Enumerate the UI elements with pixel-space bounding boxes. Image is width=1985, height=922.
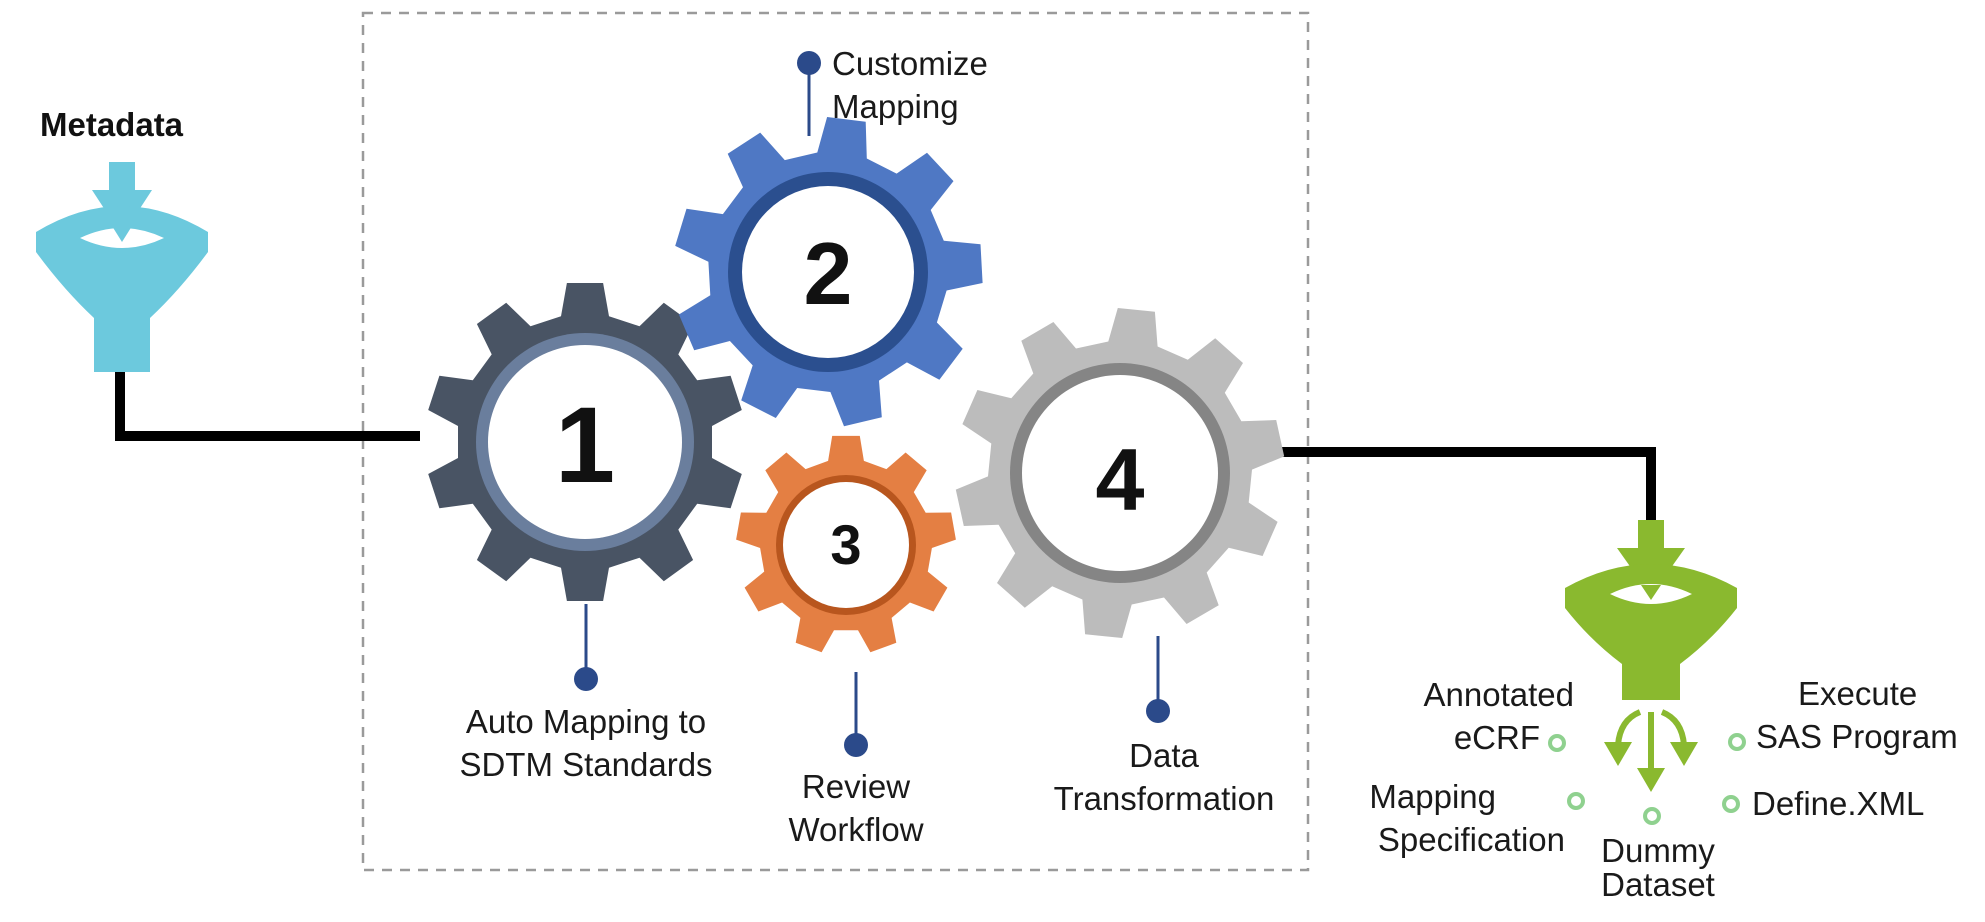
auto-mapping-label-line2: SDTM Standards — [459, 746, 712, 783]
gear-3-center — [783, 482, 909, 608]
output-connector-line — [1250, 447, 1656, 520]
gear-2-number: 2 — [804, 224, 853, 323]
review-workflow-label-line1: Review — [802, 768, 910, 805]
define-xml-label: Define.XML — [1752, 785, 1924, 822]
execute-sas-dot — [1728, 733, 1746, 751]
customize-mapping-label-line1: Customize — [832, 45, 988, 82]
dummy-dataset-label-line2: Dataset — [1601, 866, 1715, 903]
gear-1-center — [488, 345, 682, 539]
metadata-funnel-icon — [36, 162, 208, 372]
auto-mapping-label-line1: Auto Mapping to — [466, 703, 706, 740]
input-connector-line — [115, 370, 420, 441]
output-funnel-icon — [1565, 520, 1737, 792]
annotated-ecrf-label-line2: eCRF — [1454, 719, 1540, 756]
execute-sas-label-line1: Execute — [1798, 675, 1917, 712]
data-transformation-label-line1: Data — [1129, 737, 1199, 774]
gear-1: 1 — [428, 283, 742, 601]
gear-2: 2 — [675, 117, 983, 427]
gear-4-pin — [1146, 636, 1170, 723]
dummy-dataset-dot — [1643, 807, 1661, 825]
gear-4: 4 — [955, 308, 1285, 638]
gear-1-pin — [574, 604, 598, 691]
gear-2-center — [742, 186, 914, 358]
review-workflow-label-line2: Workflow — [788, 811, 923, 848]
annotated-ecrf-dot — [1548, 734, 1566, 752]
gear-1-number: 1 — [555, 384, 615, 505]
metadata-label: Metadata — [40, 106, 184, 143]
data-transformation-label-line2: Transformation — [1054, 780, 1275, 817]
gear-3-number: 3 — [830, 513, 861, 576]
gear-3: 3 — [736, 435, 956, 653]
mapping-spec-label-line1: Mapping — [1369, 778, 1496, 815]
process-boundary-box — [361, 11, 1310, 872]
annotated-ecrf-label-line1: Annotated — [1424, 676, 1574, 713]
customize-mapping-label-line2: Mapping — [832, 88, 959, 125]
gear-3-pin — [844, 672, 868, 757]
gear-4-number: 4 — [1096, 430, 1145, 529]
gear-2-pin — [797, 51, 821, 136]
gear-4-center — [1022, 375, 1218, 571]
define-xml-dot — [1722, 795, 1740, 813]
execute-sas-label-line2: SAS Program — [1756, 718, 1958, 755]
dummy-dataset-label-line1: Dummy — [1601, 832, 1715, 869]
mapping-spec-label-line2: Specification — [1378, 821, 1565, 858]
mapping-spec-dot — [1567, 792, 1585, 810]
